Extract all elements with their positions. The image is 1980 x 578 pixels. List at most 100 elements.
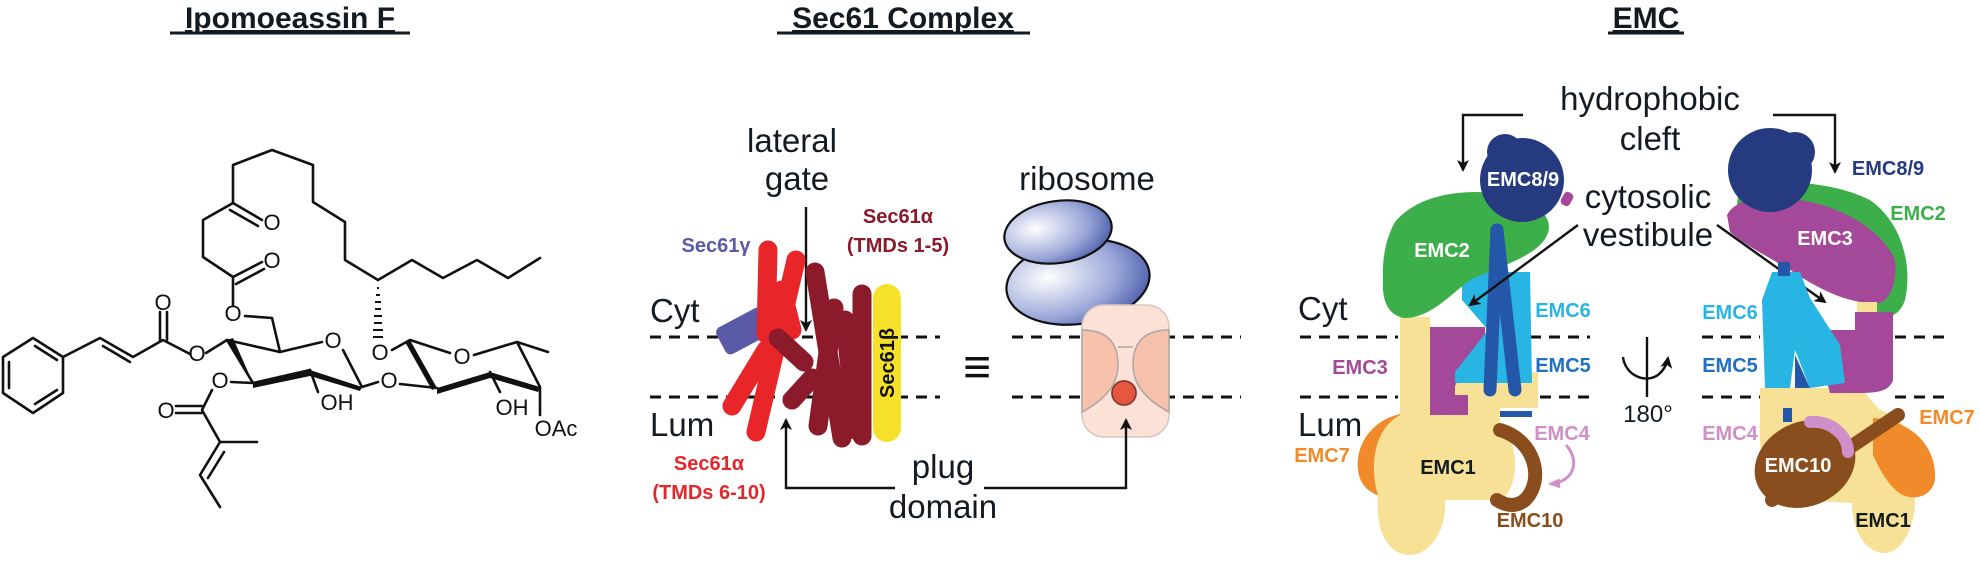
atom-ring1-oh: OH <box>321 390 354 415</box>
atom-ester-o-top: O <box>263 248 280 273</box>
emc10-left-shape <box>1490 423 1543 512</box>
emc10-right-shape <box>1754 420 1856 508</box>
atom-ring2-o: O <box>453 344 470 369</box>
hydrophobic-cleft-line1: hydrophobic <box>1560 80 1740 117</box>
emc2-left-label: EMC2 <box>1414 240 1470 262</box>
ring1-oh-bond <box>308 368 320 394</box>
plug-arrow-left <box>780 418 895 490</box>
emc1-left-label: EMC1 <box>1420 457 1476 479</box>
emc4-right-label: EMC4 <box>1702 423 1758 445</box>
emc4-left-bar <box>1500 411 1532 417</box>
atom-ketone-o: O <box>263 210 280 235</box>
sec61-gamma-label: Sec61γ <box>682 235 752 257</box>
atom-macro-o: O <box>371 340 388 365</box>
sec61-panel: Sec61 Complex lateral gate Sec61α (TMDs … <box>650 2 1241 525</box>
sec61-beta-shape <box>873 284 901 442</box>
phenyl-double-bonds <box>7 344 59 406</box>
sec61-cartoon: Sec61β <box>716 240 901 448</box>
hydrophobic-cleft-line2: cleft <box>1620 120 1681 157</box>
ketone-carbonyl <box>228 201 264 228</box>
plug-domain-label-line1: plug <box>912 448 974 485</box>
emc4-right-bar <box>1783 408 1792 422</box>
tigloyl-carbonyl <box>174 404 204 415</box>
emc1-right-label: EMC1 <box>1855 510 1911 532</box>
emc7-left-label: EMC7 <box>1294 445 1350 467</box>
emc3-right-shape <box>1727 197 1896 304</box>
atom-ring2-oh: OH <box>496 395 529 420</box>
emc6-right-label: EMC6 <box>1702 302 1758 324</box>
sec61-alpha-top-label: Sec61α <box>863 206 934 228</box>
rotation-label: 180° <box>1623 401 1673 428</box>
emc-lum-label: Lum <box>1298 406 1362 443</box>
emc4-movement-arrow <box>1548 443 1576 489</box>
sec61-title: Sec61 Complex <box>792 2 1014 35</box>
cinnamoyl-ester <box>204 338 229 355</box>
emc-panel: EMC hydrophobic cleft cytosolic vestibul… <box>1294 2 1975 555</box>
emc6-left-label: EMC6 <box>1535 300 1591 322</box>
lateral-gate-label-line2: gate <box>765 160 829 197</box>
plug-domain-label-line2: domain <box>889 488 997 525</box>
translocon-channel <box>1081 304 1170 438</box>
equivalence-symbol: ≡ <box>963 341 991 394</box>
emc4-left-label: EMC4 <box>1534 423 1590 445</box>
phenyl-ring <box>1 336 65 415</box>
plug-arrow-right <box>984 418 1132 490</box>
atom-ring1-o3: O <box>211 368 228 393</box>
ribosome-shape <box>1003 199 1151 326</box>
lateral-gate-label-line1: lateral <box>747 122 837 159</box>
emc5-right-shape <box>1795 355 1810 388</box>
ipomoeassin-panel: Ipomoeassin F <box>1 2 578 509</box>
emc7-right-label: EMC7 <box>1919 407 1975 429</box>
emc4-right-shape <box>1804 415 1854 458</box>
emc-right-view: EMC8/9 EMC2 EMC3 EMC6 EMC5 EMC4 EMC7 EMC… <box>1702 128 1975 553</box>
emc-title: EMC <box>1613 2 1680 35</box>
ring1-c6 <box>243 314 282 354</box>
emc10-left-label: EMC10 <box>1497 510 1564 532</box>
sec61-lum-label: Lum <box>650 406 714 443</box>
cytosolic-vestibule-line2: vestibule <box>1583 216 1713 253</box>
cinnamoyl-chain <box>61 336 192 359</box>
emc5-left-rods <box>1483 223 1522 397</box>
ring2-oh-bond <box>488 370 502 394</box>
ipomoeassin-title: Ipomoeassin F <box>185 2 395 35</box>
sec61-cyt-label: Cyt <box>650 292 700 329</box>
sec61-alpha-bottom-tmds: (TMDs 6-10) <box>652 482 765 504</box>
cinnamoyl-alkene <box>101 344 132 364</box>
emc7-right-shape <box>1873 418 1936 498</box>
tigloyl-chain <box>198 388 259 509</box>
atom-ester-o-link: O <box>224 301 241 326</box>
sec61-alpha-tmd-1-5-helices <box>768 262 872 448</box>
emc8-9-right-label: EMC8/9 <box>1852 158 1924 180</box>
atom-ring1-o: O <box>324 328 341 353</box>
emc-cyt-label: Cyt <box>1298 290 1348 327</box>
atom-ring2-oac: OAc <box>535 416 578 441</box>
emc5-right-top <box>1778 262 1790 276</box>
cytosolic-vestibule-line1: cytosolic <box>1585 178 1712 215</box>
atom-cinnamoyl-o: O <box>188 341 205 366</box>
sugar-ring-1-wedges <box>227 338 362 391</box>
emc3-right-label: EMC3 <box>1797 228 1853 250</box>
alkyl-tail <box>376 256 542 282</box>
plug-domain-shape <box>1111 380 1137 406</box>
atom-tigloyl-co: O <box>157 398 174 423</box>
atom-cinnamoyl-co: O <box>154 290 171 315</box>
emc2-right-label: EMC2 <box>1890 203 1946 225</box>
atom-glyco-o: O <box>380 368 397 393</box>
cytosolic-vestibule-arrow-right <box>1716 224 1827 304</box>
hashed-bond <box>373 287 383 338</box>
sec61-beta-label: Sec61β <box>877 328 899 398</box>
hydrophobic-cleft-arrow-right <box>1773 113 1841 174</box>
sugar-ring-2-wedges <box>405 340 540 394</box>
tigloyl-alkene <box>206 450 226 480</box>
emc5-right-label: EMC5 <box>1702 355 1758 377</box>
emc-left-view: EMC8/9 EMC2 EMC6 EMC5 EMC3 EMC4 EMC7 EMC… <box>1294 134 1591 555</box>
hydrophobic-cleft-arrow-left <box>1457 113 1523 172</box>
emc10-right-label: EMC10 <box>1765 455 1832 477</box>
sugar-ring-1 <box>225 338 364 389</box>
emc3-left-label: EMC3 <box>1332 357 1388 379</box>
ipomoeassin-structure: O O O O O O O O OH O O O OH OAc <box>1 148 578 509</box>
upper-ester-chain <box>201 148 380 307</box>
sec61-alpha-top-tmds: (TMDs 1-5) <box>847 235 949 257</box>
emc8-9-left-label: EMC8/9 <box>1487 169 1559 191</box>
